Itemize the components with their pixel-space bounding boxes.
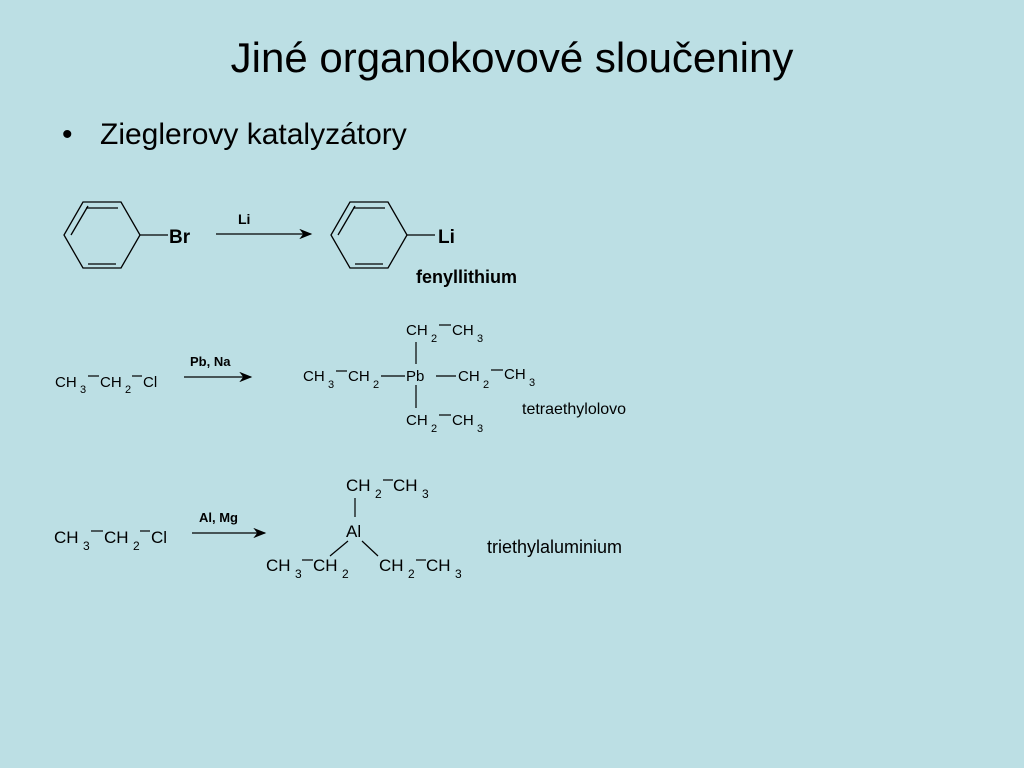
arrow-reagent-al-mg: Al, Mg bbox=[199, 510, 238, 525]
svg-text:3: 3 bbox=[455, 567, 462, 581]
svg-text:3: 3 bbox=[80, 384, 86, 396]
benzene-ring-2 bbox=[330, 201, 408, 269]
bullet-item: • Zieglerovy katalyzátory bbox=[62, 118, 407, 152]
svg-text:CH: CH bbox=[346, 476, 371, 495]
bromobenzene-structure: Br bbox=[63, 201, 191, 269]
svg-text:CH: CH bbox=[100, 374, 122, 391]
svg-text:CH: CH bbox=[406, 412, 428, 429]
svg-text:2: 2 bbox=[125, 384, 131, 396]
aluminium-atom: Al bbox=[346, 522, 361, 541]
arrow-reagent-pb-na: Pb, Na bbox=[190, 354, 231, 369]
reaction-arrow-2: Pb, Na bbox=[184, 354, 253, 383]
svg-text:2: 2 bbox=[375, 487, 382, 501]
svg-text:CH: CH bbox=[504, 366, 526, 383]
svg-text:3: 3 bbox=[422, 487, 429, 501]
svg-text:3: 3 bbox=[295, 567, 302, 581]
svg-text:CH: CH bbox=[303, 368, 325, 385]
lithium-label: Li bbox=[438, 227, 455, 248]
bullet-text: Zieglerovy katalyzátory bbox=[100, 118, 407, 151]
svg-text:Cl: Cl bbox=[143, 374, 157, 391]
svg-text:Cl: Cl bbox=[151, 528, 167, 547]
svg-text:2: 2 bbox=[431, 423, 437, 435]
svg-text:3: 3 bbox=[83, 539, 90, 553]
svg-text:CH: CH bbox=[393, 476, 418, 495]
svg-text:CH: CH bbox=[458, 368, 480, 385]
lead-atom: Pb bbox=[406, 368, 424, 385]
ethyl-chloride-1: CH 3 CH 2 Cl bbox=[55, 374, 157, 396]
svg-text:3: 3 bbox=[529, 377, 535, 389]
svg-text:3: 3 bbox=[477, 423, 483, 435]
svg-text:2: 2 bbox=[342, 567, 349, 581]
svg-text:CH: CH bbox=[54, 528, 79, 547]
tetraethyl-lead-structure: CH 2 CH 3 CH 3 CH 2 Pb CH 2 CH 3 CH 2 CH… bbox=[303, 322, 626, 435]
svg-text:2: 2 bbox=[431, 333, 437, 345]
arrow-reagent-li: Li bbox=[238, 211, 250, 227]
svg-text:CH: CH bbox=[379, 556, 404, 575]
bromine-label: Br bbox=[169, 227, 191, 248]
product-name-triethylaluminium: triethylaluminium bbox=[487, 537, 622, 557]
svg-text:CH: CH bbox=[452, 322, 474, 339]
product-name-tetraethylolovo: tetraethylolovo bbox=[522, 401, 626, 418]
triethylaluminium-structure: CH 2 CH 3 Al CH 3 CH 2 CH 2 CH 3 triethy… bbox=[266, 476, 622, 581]
ethyl-chloride-2: CH 3 CH 2 Cl bbox=[54, 528, 167, 553]
svg-text:3: 3 bbox=[477, 333, 483, 345]
svg-text:2: 2 bbox=[133, 539, 140, 553]
svg-text:CH: CH bbox=[348, 368, 370, 385]
slide-title: Jiné organokovové sloučeniny bbox=[230, 34, 794, 81]
svg-text:CH: CH bbox=[313, 556, 338, 575]
svg-text:2: 2 bbox=[373, 379, 379, 391]
reaction-arrow-1: Li bbox=[216, 211, 313, 240]
reaction-arrow-3: Al, Mg bbox=[192, 510, 267, 539]
svg-text:CH: CH bbox=[266, 556, 291, 575]
bullet-marker: • bbox=[62, 118, 73, 151]
svg-text:CH: CH bbox=[452, 412, 474, 429]
svg-text:CH: CH bbox=[55, 374, 77, 391]
svg-text:3: 3 bbox=[328, 379, 334, 391]
svg-text:CH: CH bbox=[406, 322, 428, 339]
svg-text:2: 2 bbox=[483, 379, 489, 391]
phenyllithium-structure: Li fenyllithium bbox=[330, 201, 517, 287]
svg-text:2: 2 bbox=[408, 567, 415, 581]
benzene-ring-1 bbox=[63, 201, 141, 269]
product-name-fenyllithium: fenyllithium bbox=[416, 267, 517, 287]
svg-text:CH: CH bbox=[104, 528, 129, 547]
svg-text:CH: CH bbox=[426, 556, 451, 575]
